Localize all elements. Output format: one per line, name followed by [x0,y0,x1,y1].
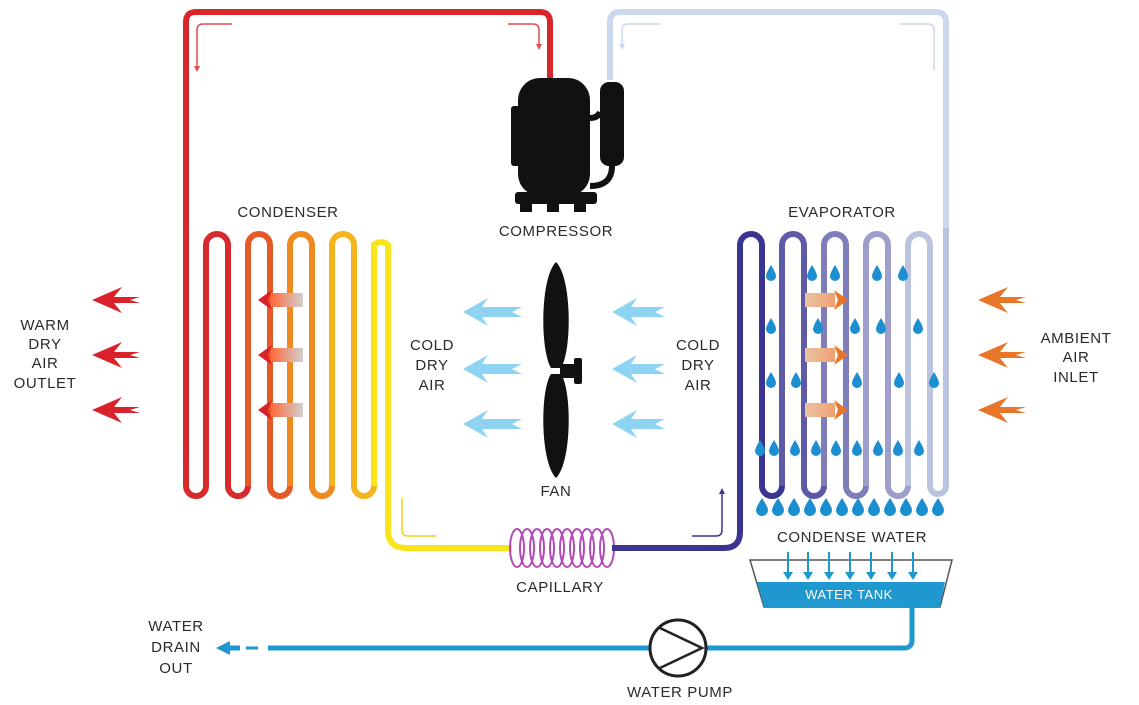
cold-air-arrows-left [463,298,522,438]
svg-text:AIR: AIR [419,377,446,394]
svg-text:COLD: COLD [410,337,454,354]
water-drain-pipe [226,607,915,651]
fan [543,262,582,478]
fan-label: FAN [541,483,572,500]
condenser-label: CONDENSER [237,204,338,221]
svg-text:AIR: AIR [32,355,59,372]
evaporator-label: EVAPORATOR [788,204,896,221]
svg-text:INLET: INLET [1053,369,1099,386]
warm-dry-air-outlet-label: WARM DRY AIR OUTLET [14,317,77,392]
evaporator-air-arrows [805,290,848,420]
svg-text:WATER: WATER [148,618,204,635]
svg-text:DRY: DRY [681,357,714,374]
capillary-coil [509,528,615,568]
condense-water-arrows [783,552,918,580]
water-pump-label: WATER PUMP [627,684,733,701]
hot-gas-pipe [183,9,553,462]
svg-text:AIR: AIR [685,377,712,394]
cold-dry-air-label-left: COLD DRY AIR [410,337,454,394]
compressor [511,78,624,212]
water-tank [748,552,953,608]
condense-water-label: CONDENSE WATER [777,529,927,546]
water-drain-out-label: WATER DRAIN OUT [148,618,204,677]
svg-text:OUT: OUT [159,660,192,677]
drain-arrow-icon [216,641,230,655]
svg-text:DRY: DRY [415,357,448,374]
compressor-label: COMPRESSOR [499,223,613,240]
svg-text:DRAIN: DRAIN [151,639,201,656]
svg-text:COLD: COLD [676,337,720,354]
svg-text:AMBIENT: AMBIENT [1041,330,1112,347]
cold-dry-air-label-right: COLD DRY AIR [676,337,720,394]
svg-text:WARM: WARM [20,317,69,334]
evaporator-coils [612,228,949,551]
svg-text:AIR: AIR [1063,349,1090,366]
svg-text:DRY: DRY [28,336,61,353]
warm-air-arrows [92,287,140,423]
cold-gas-pipe [607,9,949,230]
svg-text:OUTLET: OUTLET [14,375,77,392]
ambient-air-inlet-label: AMBIENT AIR INLET [1041,330,1112,386]
ambient-air-arrows [978,287,1026,423]
condenser-heat-arrows [258,290,303,420]
cold-air-arrows-right [612,298,665,438]
drip-droplet-row [756,498,944,516]
condenser-coils [183,231,512,551]
condensate-droplets [755,265,939,456]
water-pump-icon [648,618,708,678]
capillary-label: CAPILLARY [516,579,604,596]
water-tank-label: WATER TANK [805,587,893,602]
